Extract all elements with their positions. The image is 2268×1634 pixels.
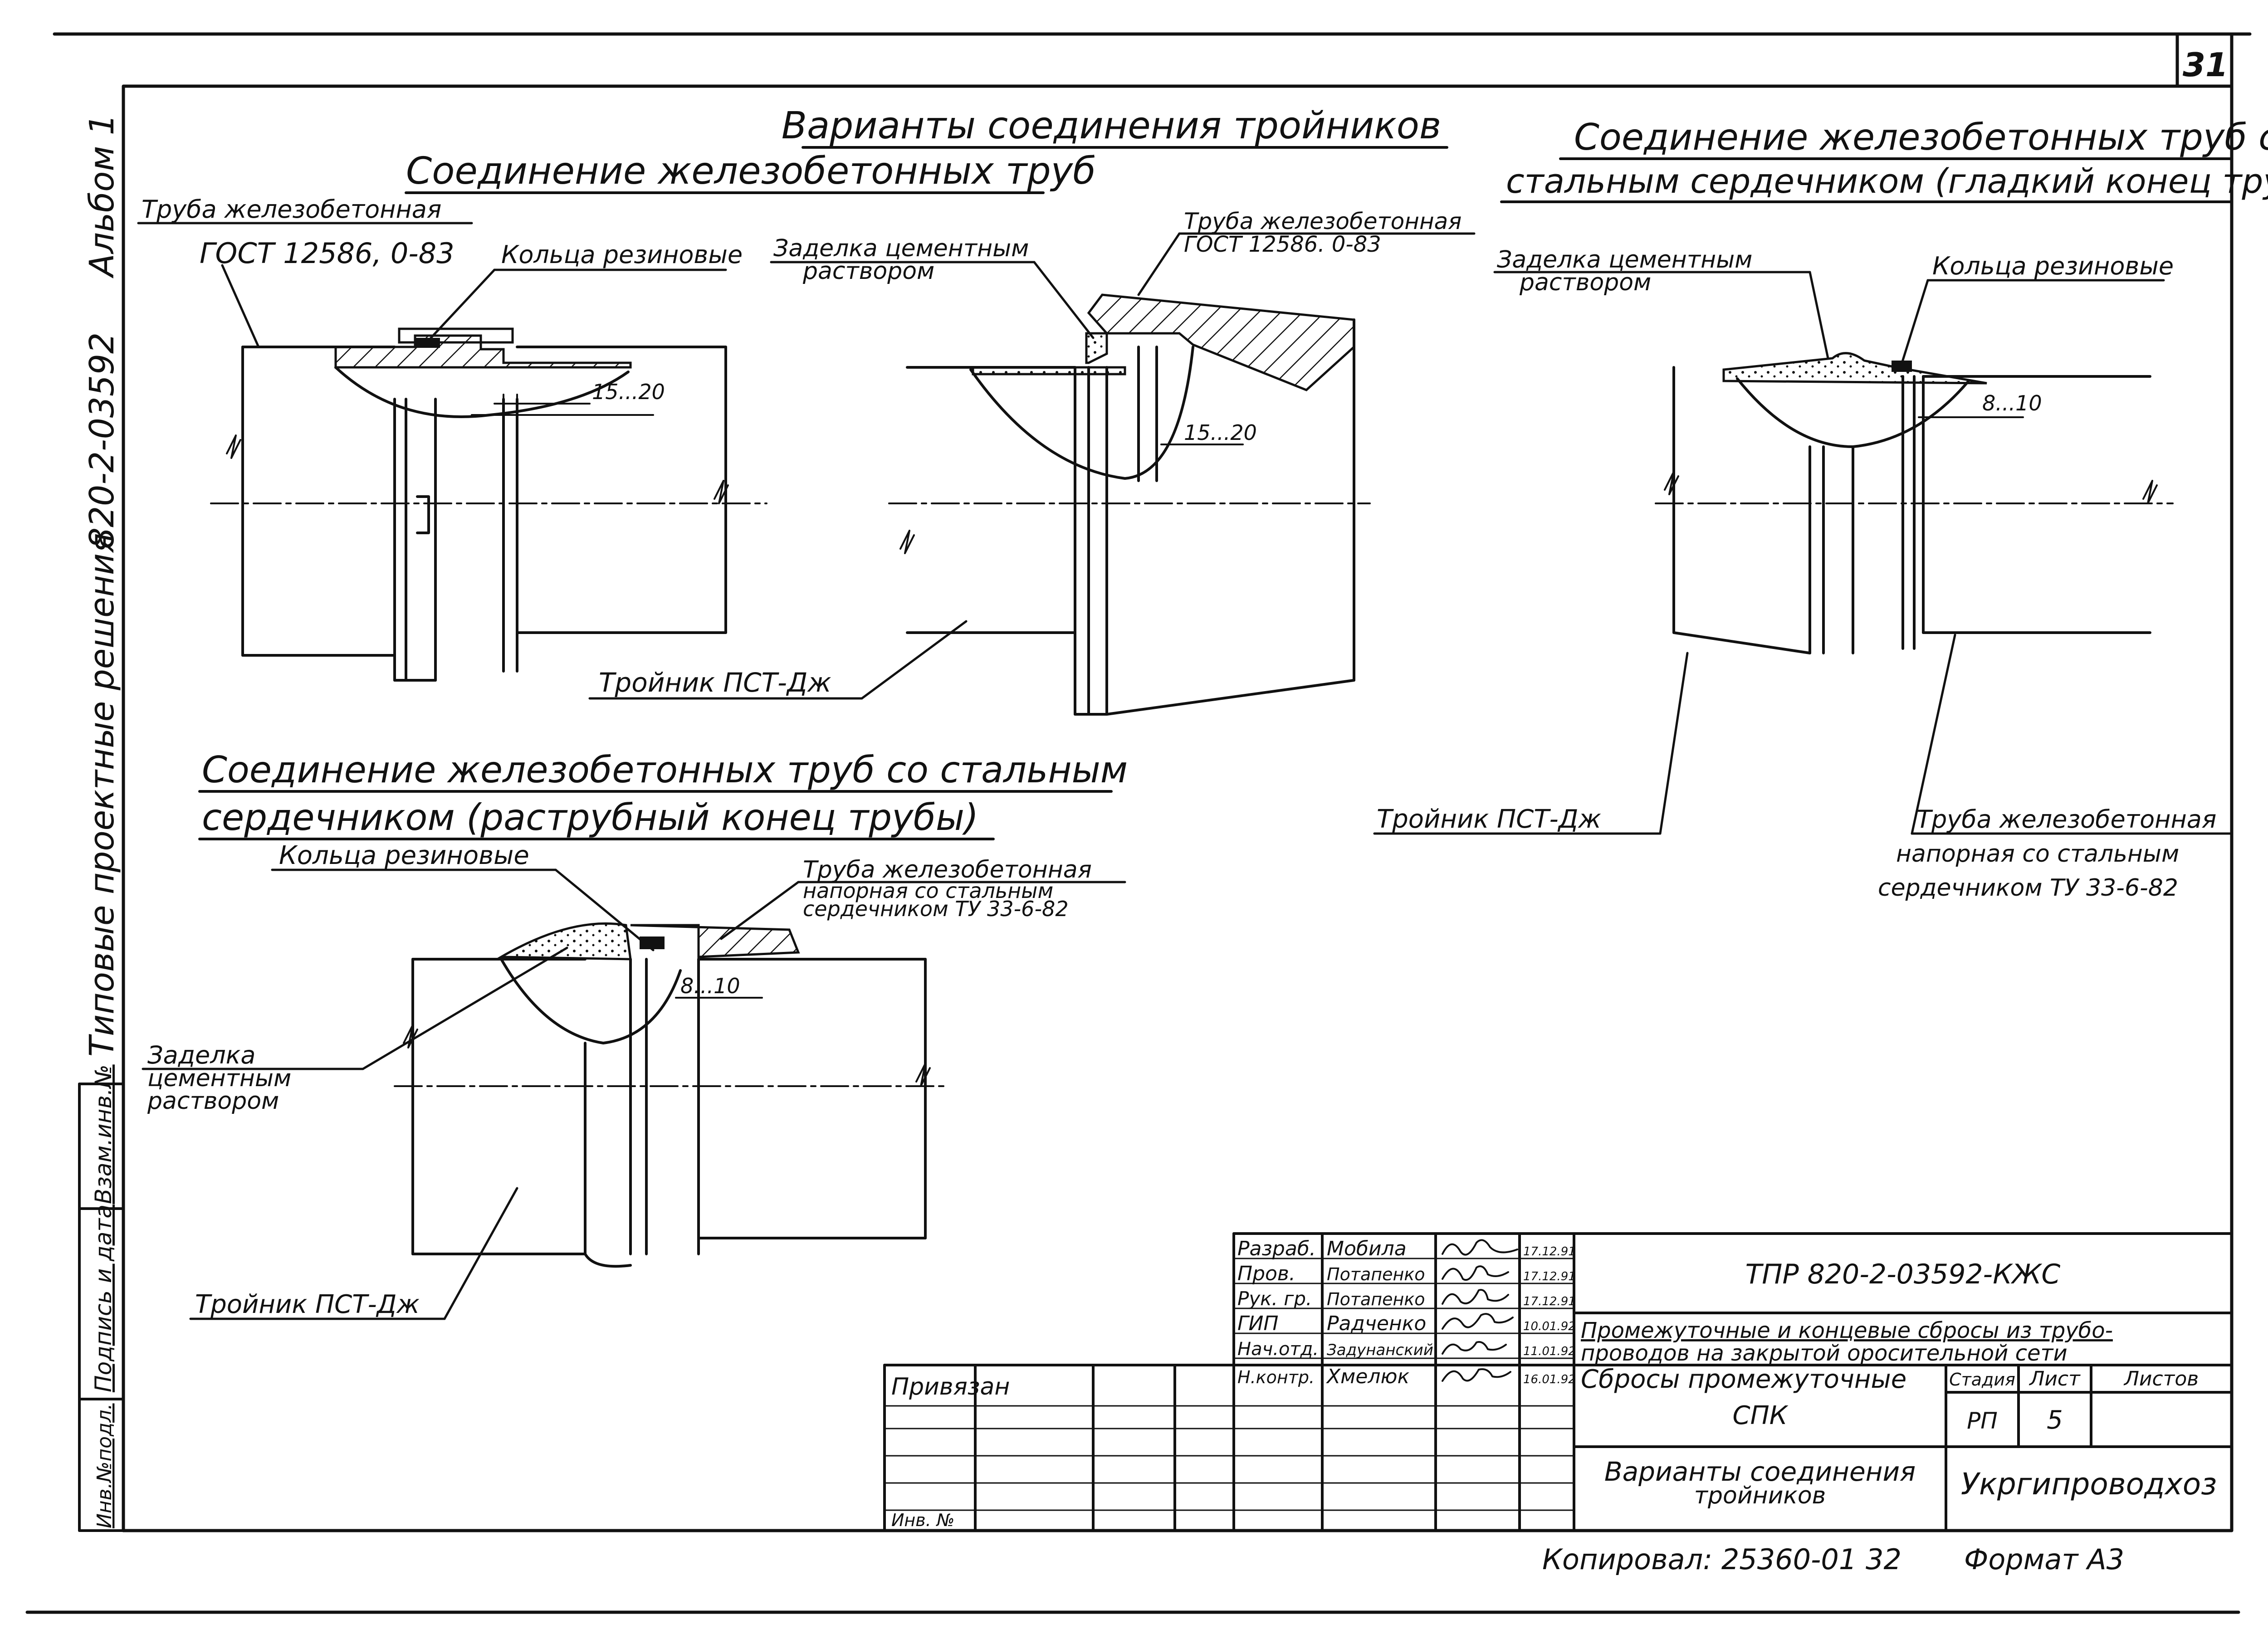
footer-copied: Копировал: 25360-01 32 xyxy=(1542,1543,1901,1576)
tb-date-6: 16.01.92 xyxy=(1523,1373,1576,1386)
panel-1-title: Соединение железобетонных труб xyxy=(406,150,1096,193)
tb-role-1: Разраб. xyxy=(1237,1237,1316,1260)
panel-rc-pipe-joint-socket: Заделка цементным раствором Труба железо… xyxy=(770,208,1476,716)
dim-15-20: 15...20 xyxy=(592,380,665,404)
tb-role-6: Н.контр. xyxy=(1237,1367,1315,1387)
label-rc-pipe-4a: Труба железобетонная xyxy=(803,856,1092,883)
sheet-frame xyxy=(25,32,2252,1614)
label-rc-pipe-2: Труба железобетонная xyxy=(1184,208,1461,234)
dim-15-20-b: 15...20 xyxy=(1184,420,1257,445)
tb-drawing-2: тройников xyxy=(1694,1482,1826,1509)
tb-date-4: 10.01.92 xyxy=(1523,1320,1576,1333)
label-seal-3a: Заделка цементным xyxy=(1497,246,1752,273)
tb-date-5: 11.01.92 xyxy=(1523,1345,1576,1358)
label-gost: ГОСТ 12586, 0-83 xyxy=(200,237,455,270)
panel-4-title-2: сердечником (раструбный конец трубы) xyxy=(202,796,978,839)
panel-3-title-1: Соединение железобетонных труб со xyxy=(1574,116,2268,158)
tb-name-2: Потапенко xyxy=(1327,1264,1425,1284)
stamp-cell-signature: Подпись и дата xyxy=(90,1205,117,1392)
panel-3-title-2: стальным сердечником (гладкий конец труб… xyxy=(1506,162,2268,201)
stamp-cell-inventory: Инв.№подл. xyxy=(93,1403,116,1528)
side-strip: Альбом 1 820-2-03592 Типовые проектные р… xyxy=(78,114,125,1532)
tb-stage: РП xyxy=(1967,1408,1998,1434)
doc-code-vertical: 820-2-03592 xyxy=(83,332,122,549)
label-rc-pipe: Труба железобетонная xyxy=(142,195,441,224)
label-rubber-ring: Кольца резиновые xyxy=(501,240,743,269)
tb-drawing-1: Варианты соединения xyxy=(1604,1456,1916,1487)
tb-name-1: Мобила xyxy=(1327,1237,1407,1260)
tb-date-1: 17.12.91 xyxy=(1523,1245,1576,1258)
stamp-cell-replaced: Взам.инв.№ xyxy=(90,1064,117,1204)
tb-date-3: 17.12.91 xyxy=(1523,1295,1576,1308)
tb-privyazan: Привязан xyxy=(891,1373,1010,1400)
tb-project-2: проводов на закрытой оросительной сети xyxy=(1581,1341,2068,1366)
label-tee: Тройник ПСТ-Дж xyxy=(599,667,831,698)
title-block: Разраб. Мобила 17.12.91 Пров. Потапенко … xyxy=(883,1232,2233,1532)
series-label: Типовые проектные решения xyxy=(83,533,122,1057)
panel-rc-pipe-joint: Соединение железобетонных труб Труба жел… xyxy=(137,150,1096,700)
tb-role-4: ГИП xyxy=(1237,1312,1279,1335)
drawing-main-title: Варианты соединения тройников xyxy=(782,104,1442,147)
tb-name-3: Потапенко xyxy=(1327,1289,1425,1309)
tb-sheets-header: Листов xyxy=(2123,1367,2199,1390)
tb-doc-code: ТПР 820-2-03592-КЖС xyxy=(1745,1258,2061,1290)
label-seal-4a: Заделка xyxy=(147,1041,256,1069)
label-rubber-ring-4: Кольца резиновые xyxy=(279,841,529,870)
label-tee-3: Тройник ПСТ-Дж xyxy=(1377,805,1601,834)
album-label: Альбом 1 xyxy=(83,114,122,278)
label-gost-2: ГОСТ 12586. 0-83 xyxy=(1184,232,1381,257)
tb-name-6: Хмелюк xyxy=(1326,1365,1410,1388)
page-number: 31 xyxy=(2183,46,2228,84)
label-rc-pipe-3: Труба железобетонная xyxy=(1916,805,2216,834)
tb-role-2: Пров. xyxy=(1237,1262,1295,1285)
label-rc-pipe-3c: сердечником ТУ 33-6-82 xyxy=(1878,874,2178,902)
footer-format: Формат А3 xyxy=(1964,1543,2124,1576)
panel-steel-core-spigot: Соединение железобетонных труб со стальн… xyxy=(1373,116,2268,902)
tb-name-4: Радченко xyxy=(1327,1312,1426,1335)
panel-4-title-1: Соединение железобетонных труб со стальн… xyxy=(202,749,1128,791)
label-seal-2: раствором xyxy=(802,258,934,285)
dim-8-10-b: 8...10 xyxy=(680,974,740,998)
signatures xyxy=(1442,1239,1518,1382)
label-rc-pipe-4b: напорная со стальным xyxy=(803,878,1053,903)
label-seal-1: Заделка цементным xyxy=(773,235,1029,262)
tb-role-5: Нач.отд. xyxy=(1237,1339,1319,1360)
tb-sheet-header: Лист xyxy=(2028,1367,2081,1390)
tb-inv-no: Инв. № xyxy=(891,1510,954,1530)
label-rubber-ring-3: Кольца резиновые xyxy=(1932,252,2174,280)
tb-org: Укргипроводхоз xyxy=(1961,1467,2217,1502)
tb-stage-header: Стадия xyxy=(1949,1370,2015,1390)
label-rc-pipe-4c: сердечником ТУ 33-6-82 xyxy=(803,897,1069,921)
tb-role-3: Рук. гр. xyxy=(1237,1288,1312,1310)
label-seal-4c: раствором xyxy=(147,1088,279,1115)
panel-steel-core-socket: Соединение железобетонных труб со стальн… xyxy=(142,749,1128,1320)
tb-section-1: Сбросы промежуточные xyxy=(1581,1365,1906,1394)
label-rc-pipe-3b: напорная со стальным xyxy=(1896,840,2179,868)
tb-sheet-no: 5 xyxy=(2047,1405,2063,1435)
label-seal-3b: раствором xyxy=(1519,269,1651,296)
dim-8-10: 8...10 xyxy=(1982,391,2042,415)
tb-project-1: Промежуточные и концевые сбросы из трубо… xyxy=(1581,1318,2113,1343)
tb-name-5: Задунанский xyxy=(1327,1341,1433,1359)
label-tee-4: Тройник ПСТ-Дж xyxy=(195,1290,420,1319)
label-seal-4b: цементным xyxy=(147,1065,291,1092)
tb-date-2: 17.12.91 xyxy=(1523,1270,1576,1283)
tb-section-2: СПК xyxy=(1733,1401,1789,1430)
